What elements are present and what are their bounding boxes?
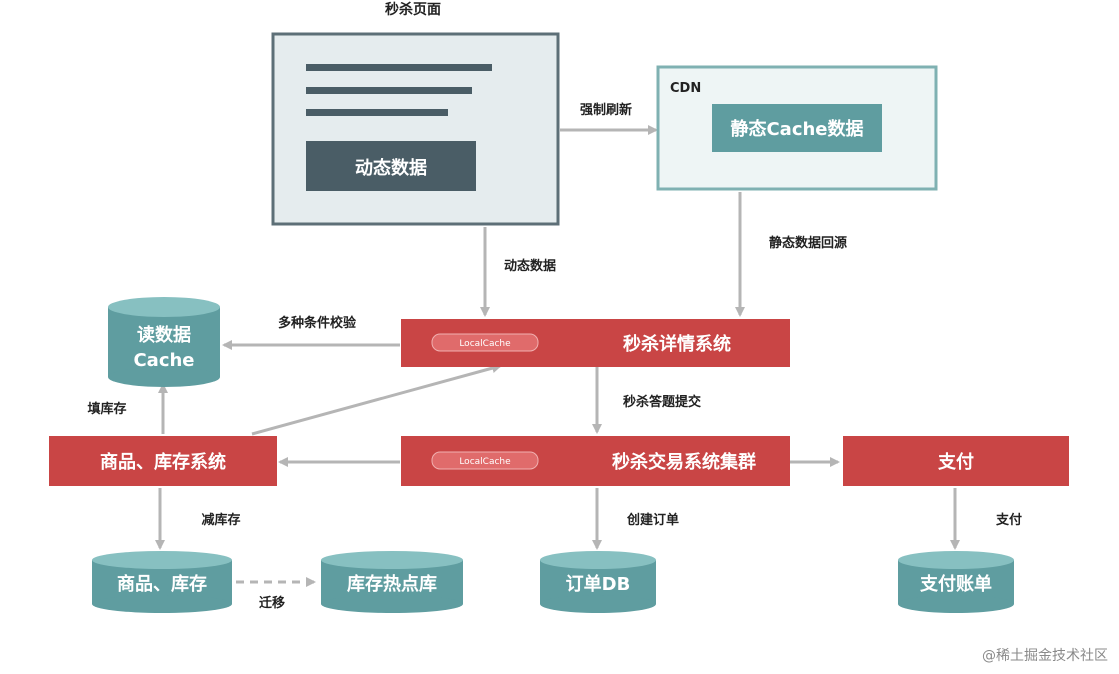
arrow-goods-to-detail (251, 363, 502, 436)
db-order-label: 订单DB (566, 573, 631, 595)
edge-reduce-stock-label: 减库存 (201, 512, 240, 528)
db-payment-bill-top (898, 551, 1014, 569)
localcache-chip-2-label: LocalCache (459, 457, 511, 467)
page-text-line-1 (306, 64, 492, 71)
detail-system-group: LocalCache 秒杀详情系统 (401, 319, 790, 367)
db-hot-stock-label: 库存热点库 (347, 573, 437, 595)
dynamic-data-block (306, 141, 476, 191)
edge-create-order-label: 创建订单 (626, 512, 679, 528)
payment-box (843, 436, 1069, 486)
db-payment-bill-label: 支付账单 (919, 573, 992, 595)
watermark: @稀土掘金技术社区 (982, 648, 1108, 664)
localcache-chip-1 (431, 333, 539, 352)
static-cache-box (712, 104, 882, 152)
edge-force-refresh-label: 强制刷新 (580, 102, 632, 118)
db-goods-stock-group: 商品、库存 (92, 551, 232, 613)
read-cache-label-line2: Cache (133, 350, 194, 371)
trade-cluster-group: LocalCache 秒杀交易系统集群 (401, 436, 790, 486)
page-text-line-3 (306, 109, 448, 116)
edge-answer-submit-label: 秒杀答题提交 (623, 394, 701, 410)
db-goods-stock-top (92, 551, 232, 569)
connectors (155, 125, 960, 587)
read-cache-bottom (108, 367, 220, 387)
edge-payment-label: 支付 (995, 512, 1022, 528)
static-cache-label: 静态Cache数据 (730, 118, 863, 140)
cdn-group: CDN 静态Cache数据 (656, 65, 938, 191)
db-hot-stock-bottom (321, 595, 463, 613)
edge-multi-condition-check-label: 多种条件校验 (278, 315, 357, 331)
payment-label: 支付 (937, 451, 974, 473)
edge-fill-stock-label: 填库存 (87, 401, 126, 417)
trade-cluster-label: 秒杀交易系统集群 (612, 451, 756, 473)
db-order-group: 订单DB (540, 551, 656, 613)
seckill-page-title: 秒杀页面 (385, 1, 441, 18)
seckill-page-box (271, 32, 560, 226)
goods-stock-system-label: 商品、库存系统 (100, 451, 226, 473)
db-payment-bill-group: 支付账单 (898, 551, 1014, 613)
dynamic-data-label: 动态数据 (355, 157, 427, 179)
read-cache-body (108, 307, 220, 377)
seckill-page-group: 秒杀页面 动态数据 (271, 1, 560, 226)
localcache-chip-2 (431, 451, 539, 470)
db-goods-stock-label: 商品、库存 (117, 573, 207, 595)
read-cache-top (108, 297, 220, 317)
db-order-top (540, 551, 656, 569)
read-cache-group: 读数据 Cache (108, 297, 220, 387)
edge-static-back-to-source-label: 静态数据回源 (769, 235, 847, 251)
read-cache-label-line1: 读数据 (137, 324, 191, 346)
db-hot-stock-top (321, 551, 463, 569)
goods-stock-system-group: 商品、库存系统 (49, 436, 277, 486)
edge-migrate-label: 迁移 (259, 595, 285, 611)
detail-system-label: 秒杀详情系统 (623, 333, 731, 355)
edge-dynamic-data-label: 动态数据 (504, 258, 556, 274)
db-payment-bill-bottom (898, 595, 1014, 613)
localcache-chip-1-label: LocalCache (459, 339, 511, 349)
payment-group: 支付 (843, 436, 1069, 486)
cdn-label: CDN (670, 81, 701, 96)
db-hot-stock-group: 库存热点库 (321, 551, 463, 613)
db-order-bottom (540, 595, 656, 613)
goods-stock-system-box (49, 436, 277, 486)
db-goods-stock-bottom (92, 595, 232, 613)
page-text-line-2 (306, 87, 472, 94)
